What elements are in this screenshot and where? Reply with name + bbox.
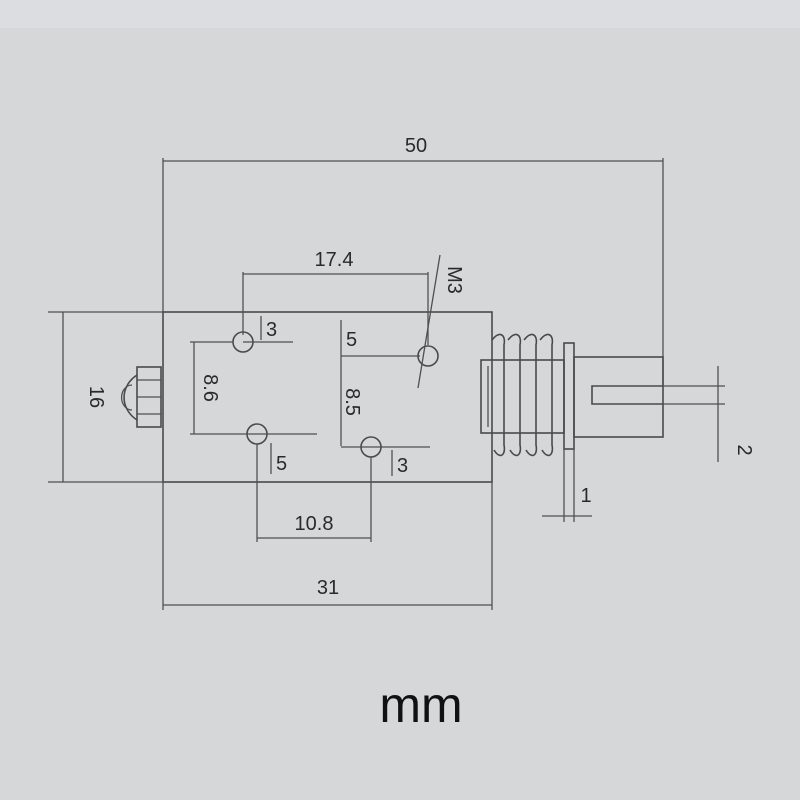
hole-vertical-right-dimension: 8.5 bbox=[341, 388, 430, 448]
hole-vertical-left-dimension: 8.6 bbox=[190, 341, 317, 435]
body-length-label: 31 bbox=[317, 577, 339, 599]
height-dimension: 16 bbox=[48, 311, 163, 483]
hole-offset-5-top-label: 5 bbox=[346, 329, 357, 351]
height-label: 16 bbox=[85, 386, 107, 408]
plunger-slot bbox=[591, 385, 663, 405]
overall-length-dimension: 50 bbox=[162, 135, 664, 385]
solenoid-body bbox=[162, 311, 493, 483]
hole-spacing-top-dimension: 17.4 bbox=[242, 249, 429, 345]
spring bbox=[491, 333, 554, 457]
hole-spacing-top-label: 17.4 bbox=[315, 249, 354, 271]
plunger-tip bbox=[573, 356, 664, 438]
overall-length-label: 50 bbox=[405, 135, 427, 157]
plunger-slot-dimension: 2 bbox=[663, 366, 755, 462]
hole-spacing-bottom-dimension: 10.8 bbox=[256, 444, 372, 542]
thread-callout: M3 bbox=[417, 254, 465, 389]
hole-offset-5-bottom-dimension: 5 bbox=[270, 443, 287, 475]
plunger-slot-label: 2 bbox=[733, 444, 755, 455]
hole-vertical-right-label: 8.5 bbox=[341, 388, 363, 416]
paper-top-band bbox=[0, 0, 800, 28]
hole-vertical-left-label: 8.6 bbox=[199, 374, 221, 402]
hole-offset-5-bottom-label: 5 bbox=[276, 453, 287, 475]
acorn-nut bbox=[120, 366, 162, 428]
unit-label: mm bbox=[379, 677, 462, 733]
hole-offset-top-left-label: 3 bbox=[266, 319, 277, 341]
washer-thickness-dimension: 1 bbox=[542, 449, 592, 522]
plunger-assembly bbox=[480, 333, 664, 457]
washer-thickness-label: 1 bbox=[580, 485, 591, 507]
hole-offset-3-bottom-label: 3 bbox=[397, 455, 408, 477]
hole-offset-top-left-dimension: 3 bbox=[243, 316, 293, 343]
thread-label: M3 bbox=[443, 266, 465, 294]
hole-offset-3-bottom-dimension: 3 bbox=[391, 450, 408, 477]
hole-offset-5-top-dimension: 5 bbox=[340, 320, 420, 446]
body-length-dimension: 31 bbox=[162, 482, 493, 610]
hole-spacing-bottom-label: 10.8 bbox=[295, 513, 334, 535]
